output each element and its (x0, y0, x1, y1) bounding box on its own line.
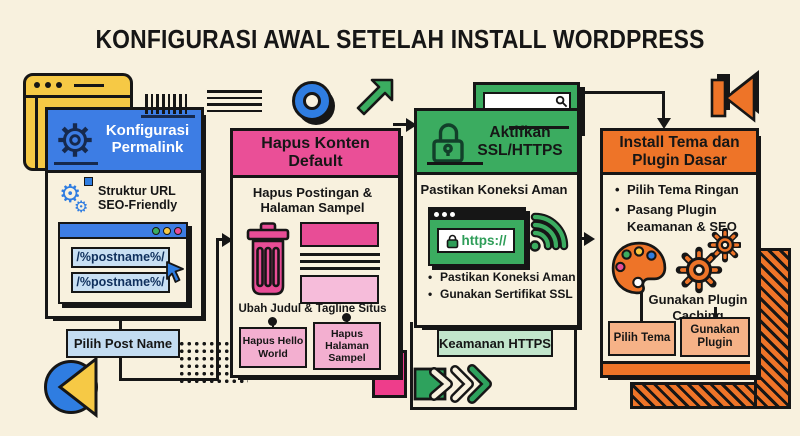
content-line-2 (300, 260, 380, 263)
step-card-tema: Install Tema dan Plugin Dasar Pilih Tema… (600, 128, 759, 378)
ssl-bullet-2: Gunakan Sertifikat SSL (427, 286, 577, 303)
step-card-konten: Hapus Konten Default Hapus Postingan & H… (230, 128, 401, 378)
step-card-ssl: Aktifkan SSL/HTTPS Pastikan Koneksi Aman… (414, 108, 580, 328)
permalink-label-chip: Pilih Post Name (66, 329, 180, 358)
tema-footer-band (603, 361, 750, 375)
ssl-card-header: Aktifkan SSL/HTTPS (417, 111, 577, 175)
trash-icon (246, 222, 290, 296)
konten-card-title: Hapus Konten Default (261, 135, 370, 170)
content-bar-light (300, 275, 379, 304)
address-bar[interactable]: https:// (437, 228, 515, 253)
ssl-bullet-list: Pastikan Koneksi Aman Gunakan Sertifikat… (427, 269, 577, 303)
hapus-halaman-sampel-button[interactable]: Hapus Halaman Sampel (313, 322, 381, 370)
konten-subtitle: Hapus Postingan & Halaman Sampel (252, 185, 373, 216)
permalink-field-2[interactable]: /%postname%/ (71, 272, 170, 293)
konten-caption: Ubah Judul & Tagline Situs (238, 303, 387, 315)
konten-card-header: Hapus Konten Default (233, 131, 398, 178)
skip-icon (710, 70, 759, 123)
permalink-field-1[interactable]: /%postname%/ (71, 247, 170, 268)
hapus-hello-world-button[interactable]: Hapus Hello World (239, 327, 307, 368)
tema-bullet-1: Pilih Tema Ringan (614, 182, 746, 199)
ssl-label-chip: Keamanan HTTPS (437, 329, 553, 357)
ssl-bullet-1: Pastikan Koneksi Aman (427, 269, 577, 286)
lock-icon (432, 122, 464, 163)
donut-icon (292, 81, 332, 121)
wifi-icon (529, 212, 569, 252)
window-titlebar (26, 76, 130, 98)
permalink-card-header: Konfigurasi Permalink (48, 110, 201, 173)
gunakan-plugin-button[interactable]: Gunakan Plugin (680, 317, 750, 357)
permalink-subtitle-row: ⚙ ⚙ Struktur URL SEO-Friendly (50, 176, 193, 220)
tema-card-header: Install Tema dan Plugin Dasar (603, 131, 756, 175)
plugin-gears-icon (675, 228, 741, 294)
play-icon-triangle (57, 356, 98, 418)
window-dot-green (152, 227, 160, 235)
address-text: https:// (461, 233, 507, 248)
tema-card-title: Install Tema dan Plugin Dasar (619, 134, 740, 169)
page-title: KONFIGURASI AWAL SETELAH INSTALL WORDPRE… (95, 24, 705, 54)
cursor-icon (166, 261, 184, 283)
lock-small-icon (446, 234, 458, 248)
search-window (473, 82, 580, 131)
content-line-1 (300, 253, 380, 256)
pilih-tema-button[interactable]: Pilih Tema (608, 321, 676, 356)
palette-icon (611, 241, 667, 295)
ssl-card-title: Aktifkan SSL/HTTPS (477, 124, 563, 159)
permalink-browser-window: /%postname%/ /%postname%/ (58, 222, 188, 304)
content-bar-dark (300, 222, 379, 247)
permalink-subtitle: Struktur URL SEO-Friendly (98, 183, 178, 212)
step-card-permalink: Konfigurasi Permalink ⚙ ⚙ Struktur URL S… (45, 107, 204, 319)
window-dot-yellow (163, 227, 171, 235)
ssl-subtitle: Pastikan Koneksi Aman (420, 182, 568, 197)
tema-bullet-list: Pilih Tema Ringan Pasang Plugin Keamanan… (614, 182, 746, 235)
tema-bullet-2: Pasang Plugin Keamanan & SEO (614, 202, 746, 235)
search-icon (555, 95, 568, 108)
content-line-3 (300, 267, 380, 270)
https-browser-window: https:// (428, 207, 526, 266)
fast-forward-icon (413, 364, 492, 404)
gears-small-icon: ⚙ ⚙ (59, 177, 93, 219)
window-dot-pink (174, 227, 182, 235)
barcode-lines (145, 94, 188, 114)
speed-lines (207, 90, 262, 112)
permalink-card-title: Konfigurasi Permalink (105, 122, 190, 156)
arrow-ne-icon (356, 78, 394, 116)
gear-icon (57, 123, 92, 157)
